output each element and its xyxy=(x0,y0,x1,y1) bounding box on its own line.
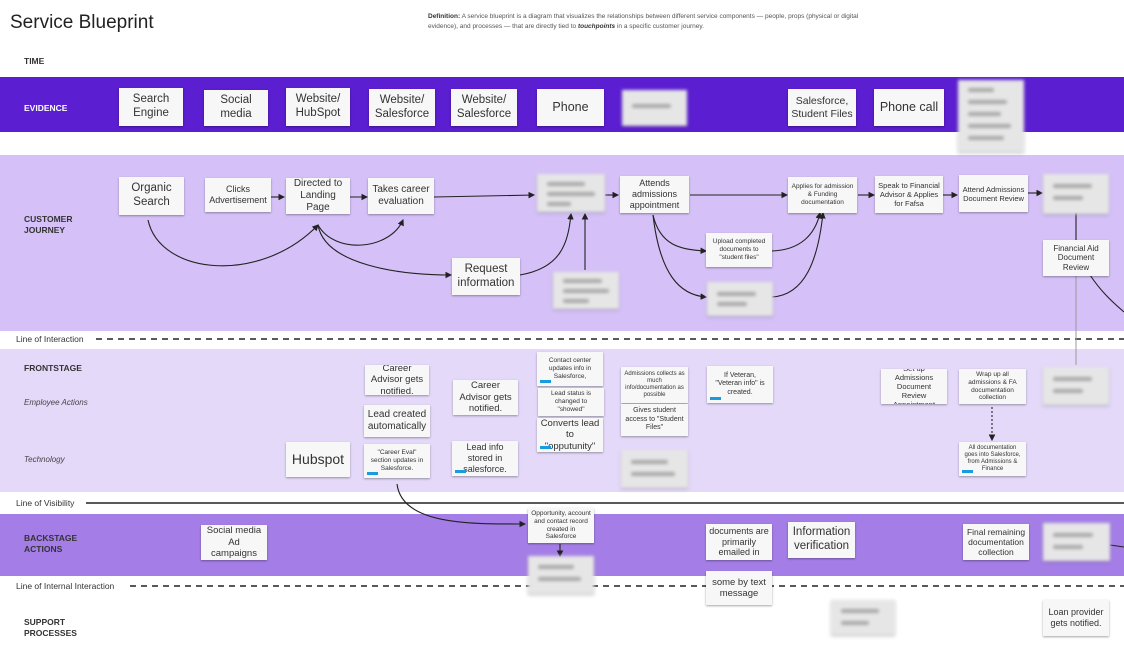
definition-emphasis: touchpoints xyxy=(577,23,616,30)
row-label-customer-journey: CUSTOMER JOURNEY xyxy=(24,214,73,235)
backstage-note-final-documentation: Final remaining documentation collection xyxy=(963,524,1029,560)
technology-note-lead-info: Lead info stored in salesforce. xyxy=(452,441,518,476)
line-of-visibility-label: Line of Visibility xyxy=(16,498,79,508)
evidence-note: Phone xyxy=(537,89,604,126)
frontstage-note-converts-lead-text: Converts lead to "opputunity" xyxy=(540,418,600,452)
journey-note-speak-financial-advisor: Speak to Financial Advisor & Applies for… xyxy=(875,176,943,213)
redacted-note xyxy=(553,272,619,309)
technology-note-hubspot: Hubspot xyxy=(286,442,350,477)
frontstage-note-lead-status: Lead status is changed to "showed" xyxy=(538,388,604,416)
journey-note-clicks-advertisement: Clicks Advertisement xyxy=(205,178,271,212)
redacted-note xyxy=(621,450,688,488)
page-title: Service Blueprint xyxy=(10,12,154,33)
support-note-text-message: some by text message xyxy=(706,571,772,605)
support-note-loan-provider: Loan provider gets notified. xyxy=(1043,600,1109,636)
redacted-note xyxy=(622,90,687,126)
evidence-note: Search Engine xyxy=(119,88,183,126)
journey-note-financial-aid-review: Financial Aid Document Review xyxy=(1043,240,1109,276)
journey-note-attends-appointment: Attends admissions appointment xyxy=(620,176,689,213)
redacted-note xyxy=(831,600,895,635)
frontstage-note-wrap-up: Wrap up all admissions & FA documentatio… xyxy=(959,369,1026,404)
evidence-note: Website/ HubSpot xyxy=(286,88,350,126)
line-of-internal-interaction-label: Line of Internal Interaction xyxy=(16,581,119,591)
row-label-time: TIME xyxy=(24,56,45,66)
definition-end: in a specific customer journey. xyxy=(615,23,704,30)
frontstage-note-veteran-info-text: If Veteran, "Veteran info" is created. xyxy=(715,371,765,396)
definition-text: Definition: A service blueprint is a dia… xyxy=(428,12,878,32)
redacted-note xyxy=(537,174,605,212)
tag-marker xyxy=(540,446,551,449)
frontstage-note-advisor-notified: Career Advisor gets notified. xyxy=(365,365,429,395)
frontstage-note-setup-review: Set up Admissions Document Review Appoin… xyxy=(881,369,947,404)
row-label-support: SUPPORT PROCESSES xyxy=(24,617,77,638)
frontstage-note-contact-center-text: Contact center updates info in Salesforc… xyxy=(548,357,592,380)
evidence-note: Salesforce, Student Files xyxy=(788,89,856,126)
tag-marker xyxy=(962,470,973,473)
frontstage-note-lead-created: Lead created automatically xyxy=(364,405,430,437)
row-label-employee-actions: Employee Actions xyxy=(24,398,88,407)
redacted-note xyxy=(528,556,594,594)
redacted-note xyxy=(958,80,1024,152)
tag-marker xyxy=(367,472,378,475)
journey-note-landing-page: Directed to Landing Page xyxy=(286,178,350,214)
evidence-note: Phone call xyxy=(874,89,944,126)
row-label-frontstage: FRONTSTAGE xyxy=(24,363,82,373)
technology-note-all-documentation-text: All documentation goes into Salesforce, … xyxy=(964,444,1021,473)
evidence-note: Website/ Salesforce xyxy=(369,89,435,126)
row-label-backstage: BACKSTAGE ACTIONS xyxy=(24,533,78,554)
row-label-evidence: EVIDENCE xyxy=(24,103,68,113)
tag-marker xyxy=(540,380,551,383)
row-label-technology: Technology xyxy=(24,455,65,464)
backstage-note-opportunity-record: Opportunity, account and contact record … xyxy=(528,508,594,543)
evidence-note: Social media xyxy=(204,90,268,126)
evidence-note: Website/ Salesforce xyxy=(451,89,517,126)
definition-label: Definition: xyxy=(428,13,461,20)
tag-marker xyxy=(455,470,466,473)
frontstage-note-veteran-info: If Veteran, "Veteran info" is created. xyxy=(707,366,773,403)
backstage-note-social-ads: Social media Ad campaigns xyxy=(201,525,267,560)
frontstage-note-gives-access: Gives student access to "Student Files" xyxy=(621,404,688,436)
redacted-note xyxy=(707,282,773,316)
journey-note-request-information: Request information xyxy=(452,258,520,295)
frontstage-note-converts-lead: Converts lead to "opputunity" xyxy=(537,418,603,452)
backstage-note-documents-emailed: documents are primarily emailed in xyxy=(706,524,772,560)
technology-note-career-eval-text: "Career Eval" section updates in Salesfo… xyxy=(370,449,424,472)
definition-body: A service blueprint is a diagram that vi… xyxy=(428,13,859,30)
journey-note-applies-admission: Applies for admission & Funding document… xyxy=(788,177,857,213)
journey-note-attend-document-review: Attend Admissions Document Review xyxy=(959,175,1028,212)
redacted-note xyxy=(1043,523,1110,561)
journey-note-upload-documents: Upload completed documents to "student f… xyxy=(706,233,772,267)
backstage-note-information-verification: Information verification xyxy=(788,522,855,558)
technology-note-all-documentation: All documentation goes into Salesforce, … xyxy=(959,442,1026,476)
frontstage-note-contact-center: Contact center updates info in Salesforc… xyxy=(537,352,603,386)
technology-note-career-eval: "Career Eval" section updates in Salesfo… xyxy=(364,444,430,478)
frontstage-note-admissions-collects: Admissions collects as much info/documen… xyxy=(621,367,688,403)
line-of-interaction-label: Line of Interaction xyxy=(16,334,88,344)
redacted-note xyxy=(1043,174,1109,214)
redacted-note xyxy=(1043,367,1109,405)
frontstage-note-advisor-notified-2: Career Advisor gets notified. xyxy=(453,380,518,415)
journey-note-organic-search: Organic Search xyxy=(119,177,184,215)
tag-marker xyxy=(710,397,721,400)
journey-note-career-evaluation: Takes career evaluation xyxy=(368,178,434,214)
technology-note-lead-info-text: Lead info stored in salesforce. xyxy=(463,442,507,474)
